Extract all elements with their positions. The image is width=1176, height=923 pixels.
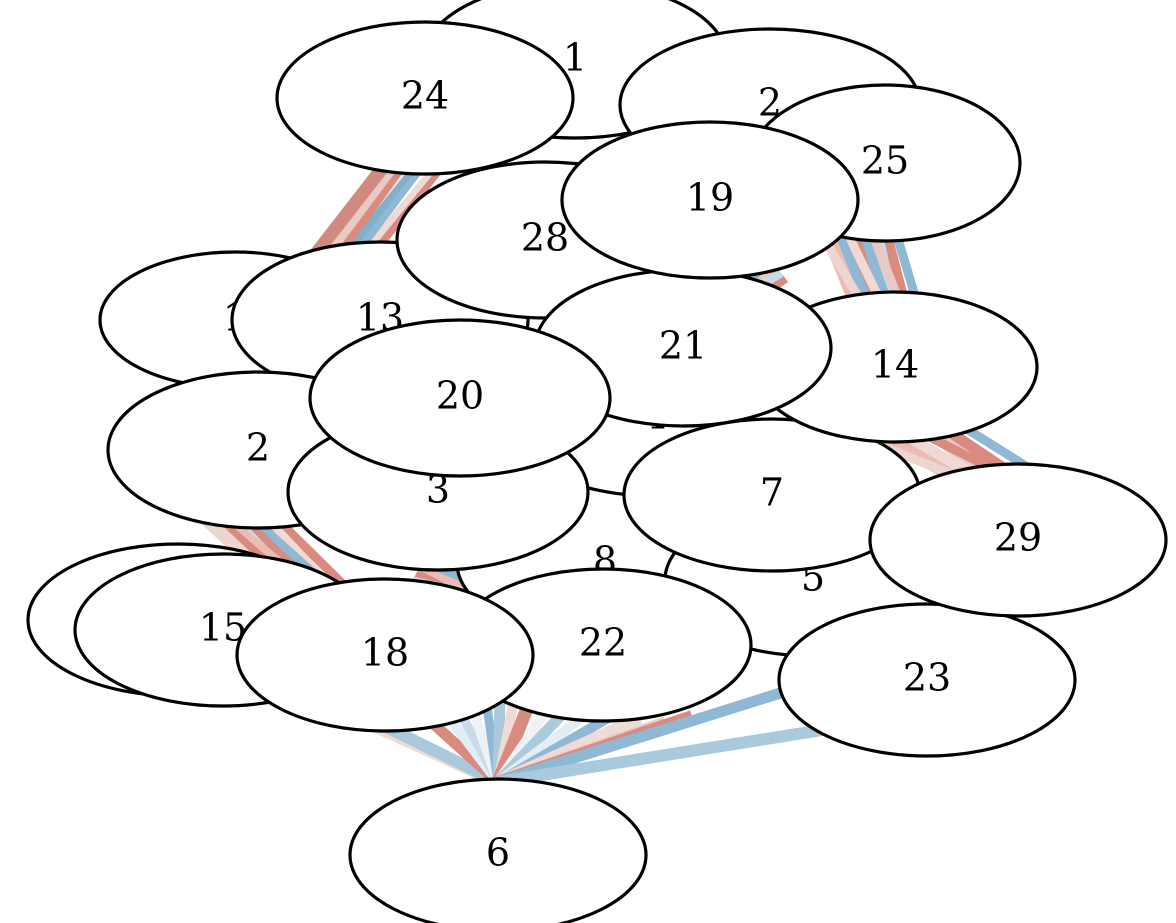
node-ellipse-6[interactable] bbox=[348, 777, 648, 923]
node-label-7: 7 bbox=[760, 471, 784, 515]
graph-edge-fan bbox=[496, 684, 792, 788]
node-ellipse-19[interactable] bbox=[560, 120, 860, 280]
node-label-29: 29 bbox=[994, 516, 1042, 560]
node-label-21: 21 bbox=[659, 324, 707, 368]
node-label-6: 6 bbox=[486, 831, 510, 875]
node-label-23: 23 bbox=[903, 656, 951, 700]
node-label-24: 24 bbox=[401, 74, 449, 118]
node-label-22: 22 bbox=[579, 621, 627, 665]
node-label-1: 1 bbox=[563, 36, 587, 80]
graph-node[interactable]: 23 bbox=[777, 602, 1077, 758]
node-label-18: 18 bbox=[361, 631, 409, 675]
node-label-2: 2 bbox=[246, 426, 270, 470]
graph-node[interactable]: 18 bbox=[235, 577, 535, 733]
graph-node[interactable]: 20 bbox=[308, 318, 612, 478]
node-label-28: 28 bbox=[521, 216, 569, 260]
node-ellipse-24[interactable] bbox=[275, 20, 575, 176]
graph-node[interactable]: 19 bbox=[560, 120, 860, 280]
node-ellipse-18[interactable] bbox=[235, 577, 535, 733]
node-label-20: 20 bbox=[436, 374, 484, 418]
node-ellipse-29[interactable] bbox=[868, 462, 1168, 618]
graph-node[interactable]: 29 bbox=[868, 462, 1168, 618]
node-label-19: 19 bbox=[686, 176, 734, 220]
node-ellipse-23[interactable] bbox=[777, 602, 1077, 758]
node-label-25: 25 bbox=[861, 139, 909, 183]
graph-node[interactable]: 24 bbox=[275, 20, 575, 176]
graph-edge-fan bbox=[497, 724, 823, 788]
graph-node[interactable]: 6 bbox=[348, 777, 648, 923]
node-layer: 112845137281525142212431920232922186 bbox=[26, 0, 1168, 923]
node-label-14: 14 bbox=[871, 343, 919, 387]
node-ellipse-20[interactable] bbox=[308, 318, 612, 478]
